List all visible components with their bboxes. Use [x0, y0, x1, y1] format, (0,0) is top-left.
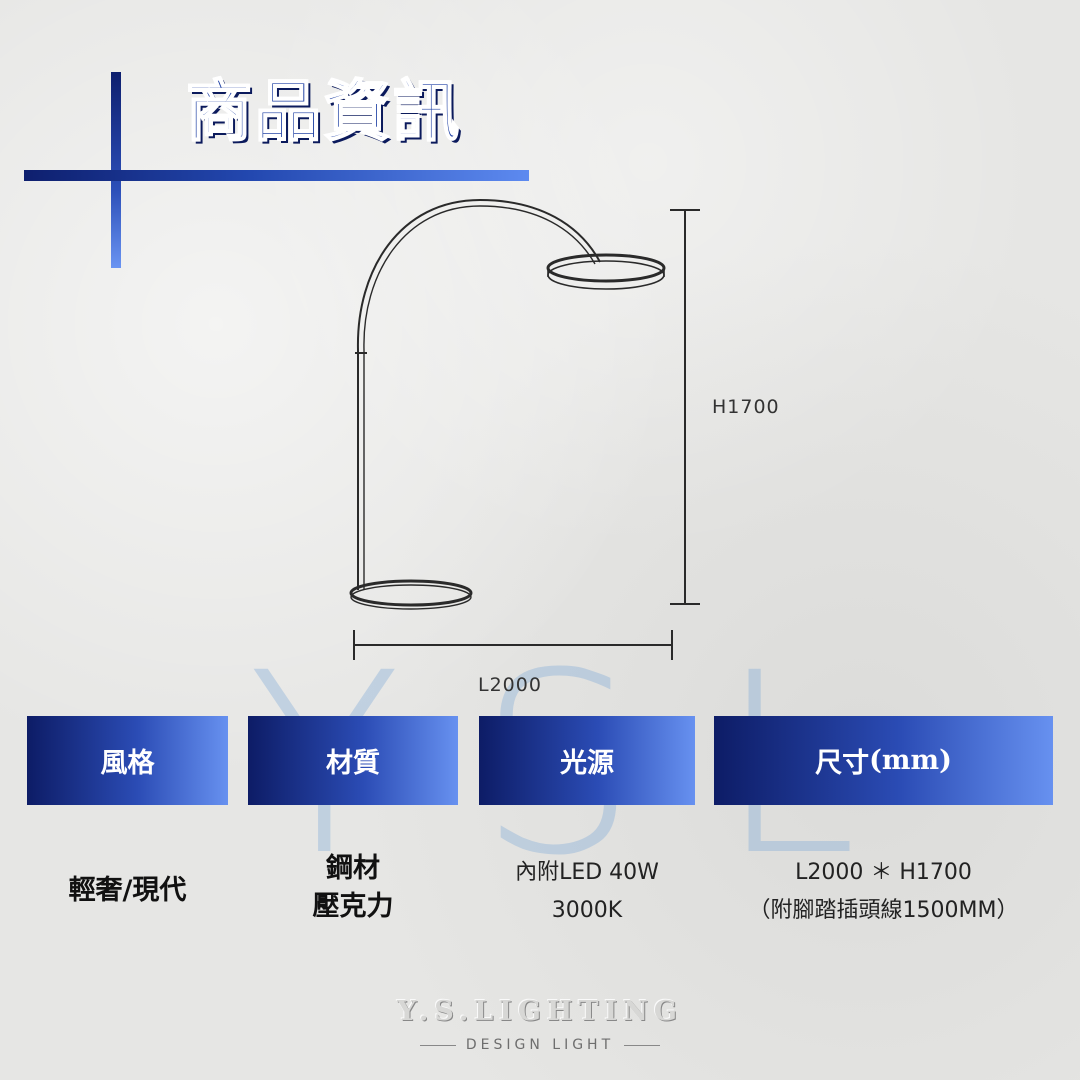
- spec-header-style: 風格: [27, 716, 228, 805]
- spec-value-light-source: 內附LED 40W 3000K: [479, 854, 695, 930]
- spec-value-material: 鋼材 壓克力: [248, 850, 458, 926]
- lamp-arm-inner: [363, 205, 596, 590]
- height-dimension-label: H1700: [712, 396, 780, 418]
- length-dimension-line: [353, 630, 673, 660]
- tagline-left-rule: [419, 1044, 456, 1046]
- spec-value-size: L2000 ＊ H1700 （附腳踏插頭線1500MM）: [714, 854, 1053, 930]
- spec-value-style-line-1: 輕奢/現代: [68, 875, 187, 906]
- height-dimension-line: [670, 209, 700, 605]
- tagline-right-rule: [624, 1044, 661, 1046]
- lamp-ring-head: [546, 253, 666, 283]
- spec-header-light-source: 光源: [479, 716, 695, 805]
- spec-header-style-label: 風格: [100, 748, 155, 779]
- brand-tagline: DESIGN LIGHT: [465, 1037, 615, 1053]
- header-horizontal-accent-line: [24, 170, 529, 181]
- spec-header-size-label: 尺寸: [815, 748, 870, 779]
- spec-value-material-line-1: 鋼材: [326, 853, 380, 884]
- spec-value-size-line-1: L2000 ＊ H1700: [795, 860, 972, 885]
- spec-value-style: 輕奢/現代: [27, 872, 228, 910]
- spec-header-material-label: 材質: [326, 748, 380, 779]
- length-dimension-label: L2000: [478, 674, 542, 696]
- spec-value-light-source-line-1: 內附LED 40W: [515, 860, 659, 885]
- spec-header-material: 材質: [248, 716, 458, 805]
- brand-logo-text: Y.S.LIGHTING: [397, 996, 683, 1027]
- spec-value-size-line-2: （附腳踏插頭線1500MM）: [748, 898, 1019, 923]
- lamp-base: [349, 579, 473, 607]
- spec-value-material-line-2: 壓克力: [312, 891, 394, 922]
- lamp-arm-outer: [356, 198, 601, 590]
- spec-header-size: 尺寸(mm): [714, 716, 1053, 805]
- spec-value-light-source-line-2: 3000K: [551, 898, 623, 923]
- spec-header-size-unit: (mm): [869, 745, 952, 776]
- page-title: 商品資訊: [185, 72, 462, 151]
- spec-header-light-source-label: 光源: [560, 748, 614, 779]
- brand-tagline-row: DESIGN LIGHT: [0, 1037, 1080, 1053]
